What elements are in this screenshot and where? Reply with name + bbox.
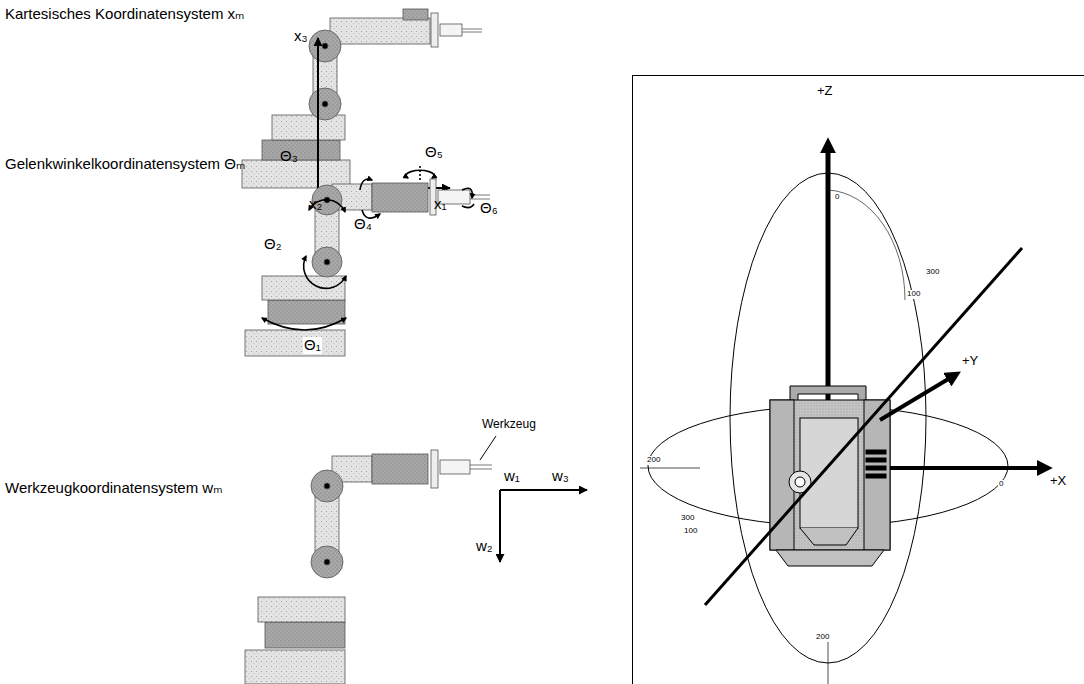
device-body xyxy=(770,386,890,566)
device-body xyxy=(866,458,886,462)
angle-label: Θ₂ xyxy=(264,236,282,253)
robot-sketch xyxy=(322,43,328,49)
scale-number: 200 xyxy=(646,456,661,465)
robot-sketch xyxy=(245,450,492,684)
coordinate-figure xyxy=(633,76,1084,684)
robot-sketch xyxy=(309,30,341,62)
robot-sketch xyxy=(324,259,330,265)
rotation-arrow xyxy=(462,204,474,208)
scale-number: 300 xyxy=(680,514,695,523)
device-body xyxy=(800,528,858,545)
device-body xyxy=(866,474,886,478)
robot-sketch xyxy=(462,32,482,33)
robot-sketch xyxy=(431,450,438,488)
robot-sketch xyxy=(242,9,482,188)
axis-arrow xyxy=(317,38,319,188)
angle-label: Θ₆ xyxy=(480,200,498,217)
robot-sketch xyxy=(372,183,428,212)
scale-number: 100 xyxy=(683,527,698,536)
rotation-arrow xyxy=(462,188,472,198)
axis-arrow xyxy=(499,490,501,562)
robot-sketch xyxy=(431,13,438,47)
robot-sketch xyxy=(470,465,492,466)
device-body xyxy=(776,550,884,566)
angle-label: Θ₄ xyxy=(354,216,372,233)
coordinate-figure xyxy=(633,76,1084,684)
device-body xyxy=(770,400,890,550)
rotation-arrow xyxy=(360,179,372,190)
scale-number: 300 xyxy=(925,268,940,277)
scale-number: 0 xyxy=(834,193,840,202)
robot-sketch xyxy=(258,597,345,622)
part-label: Werkzeug xyxy=(482,418,536,431)
scale-number: 0 xyxy=(998,480,1004,489)
leader-line xyxy=(480,436,496,460)
robot-sketch xyxy=(324,483,330,489)
device-body xyxy=(866,450,886,454)
robot-sketch xyxy=(262,140,340,160)
rotation-arrow xyxy=(262,318,346,330)
leader-line xyxy=(480,436,496,460)
rotation-arrow xyxy=(304,256,346,288)
robot-sketch xyxy=(462,29,482,30)
axis-label: x₂ xyxy=(309,196,322,213)
device-body xyxy=(795,477,805,487)
robot-sketch xyxy=(372,454,428,484)
robot-sketch xyxy=(440,24,462,36)
figure-title: Werkzeugkoordinatensystem wₘ xyxy=(5,480,223,497)
robot-sketch xyxy=(245,330,345,356)
robot-sketch xyxy=(312,247,342,277)
robot-sketch xyxy=(245,650,345,684)
angle-label: Θ₃ xyxy=(280,148,298,165)
figure-title: Kartesisches Koordinatensystem xₘ xyxy=(5,6,244,23)
robot-sketch xyxy=(403,9,428,20)
coordinate-figure xyxy=(828,190,905,300)
robot-sketch xyxy=(440,460,470,474)
robot-sketch xyxy=(470,469,492,470)
axis-label: x₃ xyxy=(294,28,308,45)
device-body xyxy=(800,418,858,528)
coordinate-figure xyxy=(880,378,950,420)
robot-sketch xyxy=(311,546,343,578)
axis-label: w₁ xyxy=(504,468,520,485)
axis-label: w₃ xyxy=(552,468,569,485)
coordinate-figure xyxy=(828,640,829,684)
axis-label: +Z xyxy=(817,84,833,98)
robot-sketch xyxy=(311,470,343,502)
scale-number: 200 xyxy=(815,633,830,642)
scale-number: 100 xyxy=(906,290,921,299)
coordinate-figure xyxy=(705,248,1022,605)
axis-label: w₂ xyxy=(476,538,493,555)
axis-arrow xyxy=(500,489,587,491)
robot-sketch xyxy=(268,300,345,324)
axis-label: +X xyxy=(1050,474,1066,488)
device-body xyxy=(866,466,886,470)
axis-arrow xyxy=(500,490,587,562)
rotation-arrow xyxy=(419,166,421,182)
angle-label: Θ₁ xyxy=(303,337,322,354)
figure-title: Gelenkwinkelkoordinatensystem Θₘ xyxy=(5,156,245,173)
rotation-arrow xyxy=(262,166,474,330)
axis-label: +Y xyxy=(962,354,978,368)
axis-arrow xyxy=(318,38,450,188)
axis-label: x₁ xyxy=(434,196,447,213)
coordinate-figure xyxy=(890,466,1040,470)
robot-sketch xyxy=(309,88,341,120)
robot-sketch xyxy=(324,559,330,565)
robot-sketch xyxy=(245,179,490,356)
coordinate-figure xyxy=(826,150,831,420)
angle-label: Θ₅ xyxy=(424,144,444,161)
robot-sketch xyxy=(322,101,328,107)
robot-sketch xyxy=(272,115,345,140)
robot-sketch xyxy=(265,622,345,648)
coordinate-figure xyxy=(640,468,700,469)
robot-sketch xyxy=(330,18,430,44)
